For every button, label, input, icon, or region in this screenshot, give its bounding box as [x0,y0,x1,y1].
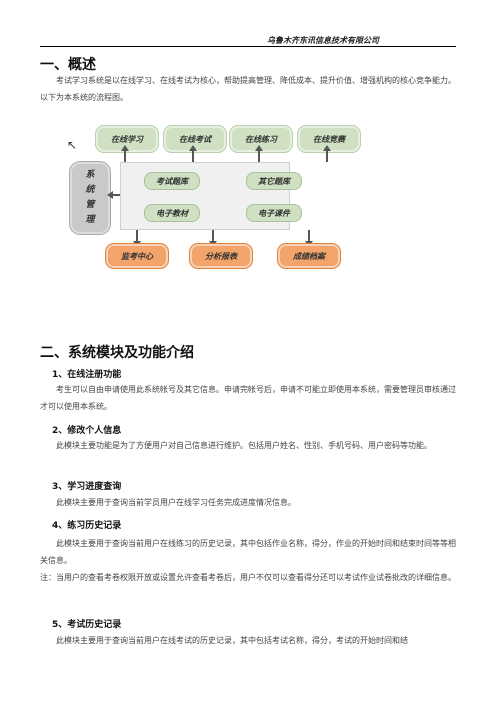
item-text-registration: 考生可以自由申请使用此系统帐号及其它信息。申请完帐号后，申请不可能立即使用本系统… [40,385,456,411]
arrow-left-icon [107,191,120,199]
side-char: 统 [85,185,95,195]
item-title-progress: 3、学习进度查询 [52,482,122,492]
arrow-up-icon [189,145,197,162]
node-score-archive: 成绩档案 [278,244,340,268]
side-char: 管 [85,200,95,210]
overview-paragraph: 考试学习系统是以在线学习、在线考试为核心，帮助提高管理、降低成本、提升价值、增强… [40,76,456,102]
side-char: 系 [85,170,95,180]
page-header: 乌鲁木齐东讯信息技术有限公司 [40,36,456,47]
item-text-practice-history: 此模块主要用于查询当前用户在线练习的历史记录，其中包括作业名称，得分，作业的开始… [40,539,456,565]
node-system-management: 系 统 管 理 [70,162,110,234]
item-text-progress: 此模块主要用于查询当前学员用户在线学习任务完成进度情况信息。 [56,498,296,507]
arrow-up-icon [323,145,331,162]
node-online-exam: 在线考试 [164,126,226,152]
node-electronic-courseware: 电子课件 [246,204,302,222]
arrow-up-icon [121,145,129,162]
arrow-down-icon [305,230,313,247]
item-text-exam-history: 此模块主要用于查询当前用户在线考试的历史记录，其中包括考试名称，得分，考试的开始… [56,636,408,645]
item-title-exam-history: 5、考试历史记录 [52,620,122,630]
section-title-overview: 一、概述 [40,57,96,73]
node-online-practice: 在线练习 [230,126,292,152]
arrow-up-icon [255,145,263,162]
flow-diagram: 在线学习 在线考试 在线练习 在线竞赛 系 统 管 理 考试题库 其它题库 电子… [62,126,362,271]
section-title-modules: 二、系统模块及功能介绍 [40,345,194,361]
arrow-down-icon [209,230,217,247]
item-title-registration: 1、在线注册功能 [52,370,122,380]
node-other-question-bank: 其它题库 [246,172,302,190]
item-title-edit-profile: 2、修改个人信息 [52,426,122,436]
mouse-cursor-icon: ↖ [67,138,78,152]
node-proctor-center: 监考中心 [106,244,168,268]
arrow-down-icon [133,230,141,247]
node-exam-question-bank: 考试题库 [144,172,200,190]
node-analysis-report: 分析报表 [190,244,252,268]
item-title-practice-history: 4、练习历史记录 [52,521,122,531]
side-char: 理 [85,215,95,225]
note-paragraph: 注：当用户的查看考卷权限开放或设置允许查看考卷后，用户不仅可以查看得分还可以考试… [40,573,456,582]
company-name: 乌鲁木齐东讯信息技术有限公司 [267,36,379,45]
item-text-edit-profile: 此模块主要功能是为了方便用户对自己信息进行维护。包括用户姓名、性别、手机号码、用… [56,441,432,450]
node-electronic-textbook: 电子教材 [144,204,200,222]
